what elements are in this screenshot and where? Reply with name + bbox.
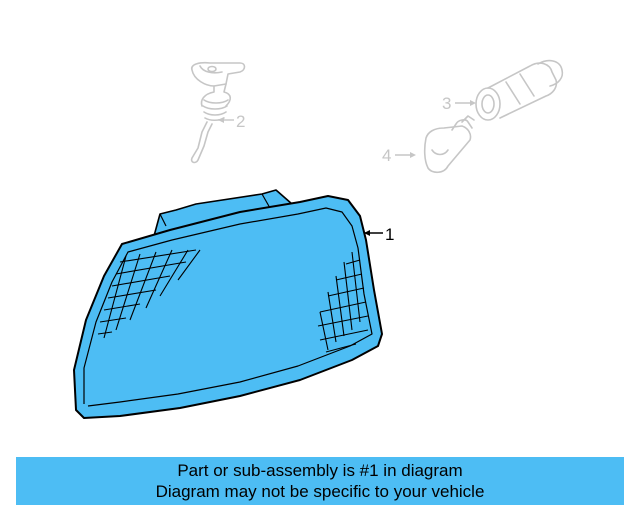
callout-label-4: 4 (382, 146, 391, 165)
callout-3: 3 (442, 94, 476, 113)
callout-4: 4 (382, 146, 416, 165)
bulb-socket-part (475, 59, 564, 121)
banner-line-1: Part or sub-assembly is #1 in diagram (177, 461, 463, 480)
wiring-socket-part (190, 61, 246, 164)
lamp-lens-part (73, 189, 383, 419)
banner-line-2: Diagram may not be specific to your vehi… (155, 482, 485, 501)
callout-label-2: 2 (236, 112, 245, 131)
parts-diagram: 1 2 3 4 (73, 59, 564, 419)
callout-1: 1 (364, 225, 394, 244)
callout-label-3: 3 (442, 94, 451, 113)
info-banner: Part or sub-assembly is #1 in diagram Di… (16, 457, 624, 505)
callout-label-1: 1 (385, 225, 394, 244)
callout-2: 2 (218, 112, 245, 131)
bulb-part (423, 115, 475, 174)
